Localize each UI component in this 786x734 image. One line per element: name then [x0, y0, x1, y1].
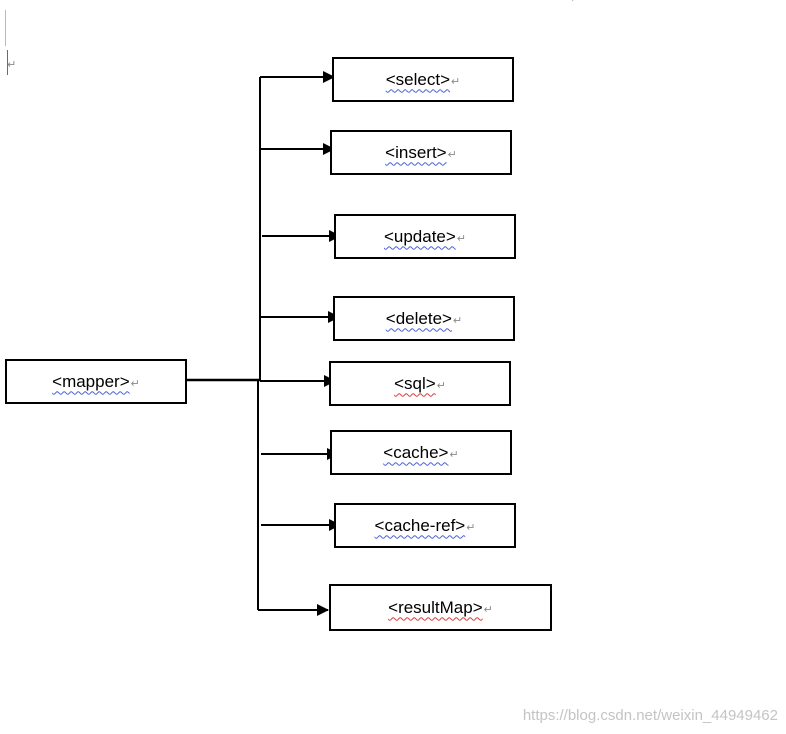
node-label: <insert> [385, 142, 447, 162]
paragraph-mark-icon: ↵ [7, 58, 17, 71]
node-label: <select> [385, 69, 451, 89]
paragraph-mark-icon: ↵ [452, 315, 463, 327]
node-label: <resultMap> [388, 597, 483, 617]
node-label: <cache> [383, 442, 449, 462]
node-select: <select>↵ [332, 57, 514, 102]
editor-text-cursor [7, 50, 8, 75]
paragraph-mark-icon: ↵ [451, 76, 461, 88]
paragraph-mark-icon: ↵ [570, 0, 579, 5]
node-sql: <sql>↵ [329, 361, 511, 406]
paragraph-mark-icon: ↵ [449, 449, 459, 461]
node-label: <cache-ref> [374, 515, 466, 535]
node-cache-ref: <cache-ref>↵ [334, 503, 516, 548]
node-label: <mapper> [52, 371, 130, 391]
paragraph-mark-icon: ↵ [466, 522, 476, 534]
node-cache: <cache>↵ [330, 430, 512, 475]
paragraph-mark-icon: ↵ [436, 380, 446, 392]
node-mapper: <mapper>↵ [5, 359, 187, 404]
node-update: <update>↵ [334, 214, 516, 259]
node-resultmap: <resultMap>↵ [329, 584, 552, 631]
editor-margin-line [5, 10, 6, 46]
watermark-text: https://blog.csdn.net/weixin_44949462 [522, 707, 778, 724]
node-insert: <insert>↵ [330, 130, 512, 175]
paragraph-mark-icon: ↵ [130, 378, 140, 390]
node-delete: <delete>↵ [333, 296, 515, 341]
node-label: <sql> [394, 373, 436, 393]
node-label: <update> [383, 226, 456, 246]
paragraph-mark-icon: ↵ [447, 149, 457, 161]
node-label: <delete> [385, 308, 452, 328]
paragraph-mark-icon: ↵ [456, 233, 467, 245]
paragraph-mark-icon: ↵ [483, 604, 493, 616]
